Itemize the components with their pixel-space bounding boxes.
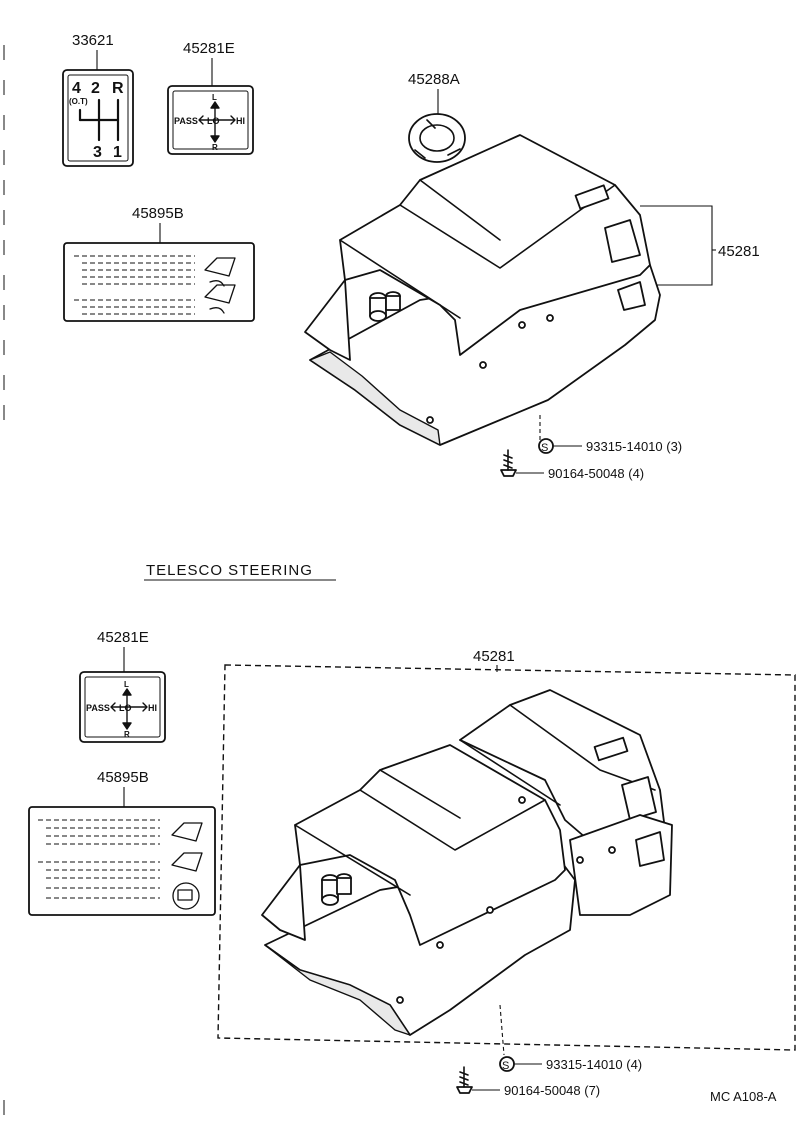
- screw-s-symbol-top: S: [541, 442, 548, 454]
- tapping-screw-icon-top: [500, 449, 517, 477]
- part-number-45288a: 45288A: [408, 71, 460, 88]
- shift-gear-3: 3: [93, 144, 102, 161]
- caution-label-part-top: 45895B: [63, 205, 255, 322]
- screw-callouts-top: S 93315-14010 (3) 90164-50048 (4): [500, 438, 682, 481]
- drawing-code: MC A108-A: [710, 1089, 777, 1104]
- part-number-90164-top: 90164-50048 (4): [548, 466, 644, 481]
- transfer-label-part-top: 45281E PASS LO HI L R: [167, 40, 254, 155]
- shift-pattern-label-part: 33621 4 2 R (O.T) 3 1: [62, 32, 134, 167]
- transfer-pass-text-bottom: PASS: [86, 703, 110, 713]
- transfer-arrows-icon: [198, 101, 236, 143]
- transfer-hi-text: HI: [236, 116, 245, 126]
- caution-label-part-bottom: 45895B: [28, 769, 216, 916]
- transfer-r-text: R: [212, 143, 218, 152]
- transfer-label-part-bottom: 45281E PASS LO HI L R: [79, 629, 166, 743]
- shift-gear-4: 4: [72, 80, 81, 97]
- section-title: TELESCO STEERING: [146, 562, 313, 579]
- shift-gear-2: 2: [91, 80, 100, 97]
- part-number-45281e-bottom: 45281E: [97, 629, 149, 646]
- column-cover-bottom: [261, 689, 673, 1056]
- section-title-group: TELESCO STEERING: [144, 562, 336, 581]
- part-number-45281-bottom: 45281: [473, 648, 515, 665]
- transfer-pass-text: PASS: [174, 116, 198, 126]
- transfer-lo-text: LO: [207, 116, 220, 126]
- part-number-33621: 33621: [72, 32, 114, 49]
- shift-gear-r: R: [112, 80, 124, 97]
- hand-lever-icon-bottom: [171, 822, 203, 910]
- cap-part: 45288A: [408, 71, 466, 163]
- column-cover-top: 45281: [304, 134, 760, 446]
- transfer-l-text-bottom: L: [124, 680, 129, 689]
- part-number-93315-top: 93315-14010 (3): [586, 439, 682, 454]
- transfer-l-text: L: [212, 93, 217, 102]
- part-number-90164-bottom: 90164-50048 (7): [504, 1083, 600, 1098]
- tapping-screw-icon-bottom: [456, 1066, 473, 1094]
- part-number-45895b-bottom: 45895B: [97, 769, 149, 786]
- shift-gate-icon: [78, 98, 120, 142]
- assembly-frame: 45281: [217, 648, 796, 1051]
- transfer-lo-text-bottom: LO: [119, 703, 132, 713]
- part-number-45281-top: 45281: [718, 243, 760, 260]
- part-number-93315-bottom: 93315-14010 (4): [546, 1057, 642, 1072]
- part-number-45281e-top: 45281E: [183, 40, 235, 57]
- transfer-r-text-bottom: R: [124, 730, 130, 739]
- shift-gear-1: 1: [113, 144, 122, 161]
- hand-lever-icon: [204, 257, 236, 314]
- transfer-hi-text-bottom: HI: [148, 703, 157, 713]
- part-number-45895b-top: 45895B: [132, 205, 184, 222]
- shift-note: (O.T): [69, 97, 88, 106]
- screw-s-symbol-bottom: S: [502, 1060, 509, 1072]
- screw-callouts-bottom: S 93315-14010 (4) 90164-50048 (7): [456, 1056, 642, 1098]
- caution-text-lines-icon-bottom: [38, 819, 160, 899]
- caution-text-lines-icon: [74, 255, 195, 315]
- transfer-arrows-icon-bottom: [110, 688, 148, 730]
